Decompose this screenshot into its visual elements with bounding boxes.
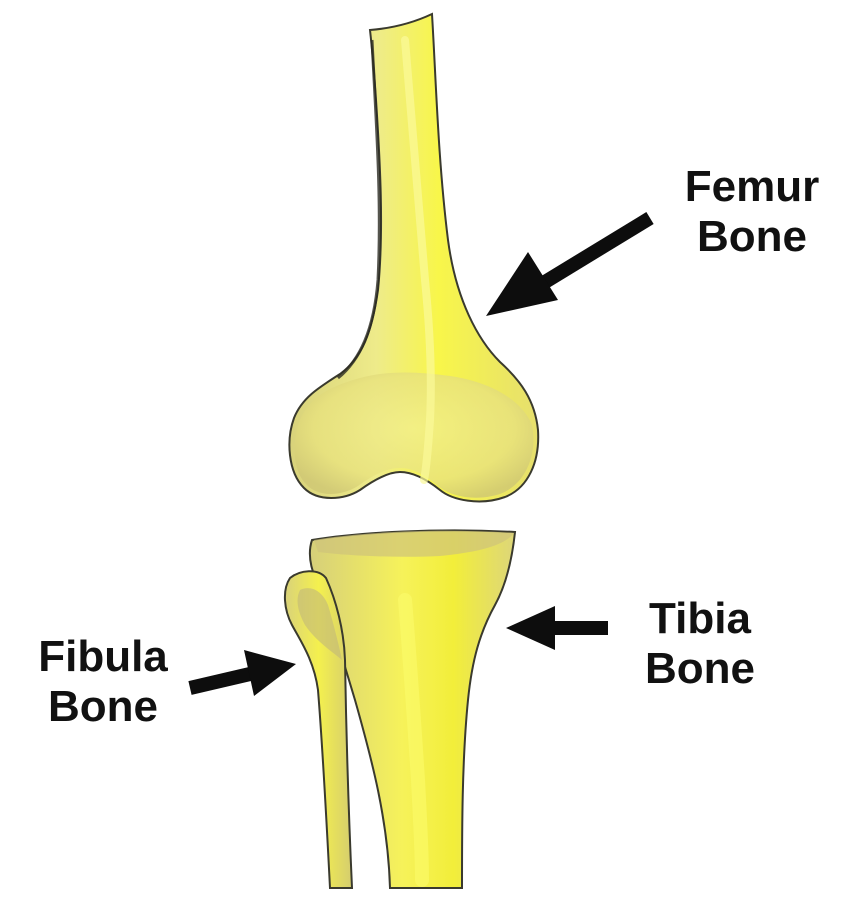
tibia-label: Tibia Bone xyxy=(615,594,785,694)
femur-arrow xyxy=(486,218,650,316)
femur-label-line1: Femur xyxy=(652,162,852,212)
fibula-label-line1: Fibula xyxy=(8,632,198,682)
fibula-arrow xyxy=(190,650,296,696)
fibula-label: Fibula Bone xyxy=(8,632,198,732)
tibia-arrow xyxy=(506,606,608,650)
tibia-label-line1: Tibia xyxy=(615,594,785,644)
femur-bone xyxy=(289,14,538,501)
tibia-label-line2: Bone xyxy=(615,644,785,694)
fibula-label-line2: Bone xyxy=(8,682,198,732)
femur-condyle-shading xyxy=(295,373,534,498)
femur-label-line2: Bone xyxy=(652,212,852,262)
femur-label: Femur Bone xyxy=(652,162,852,262)
